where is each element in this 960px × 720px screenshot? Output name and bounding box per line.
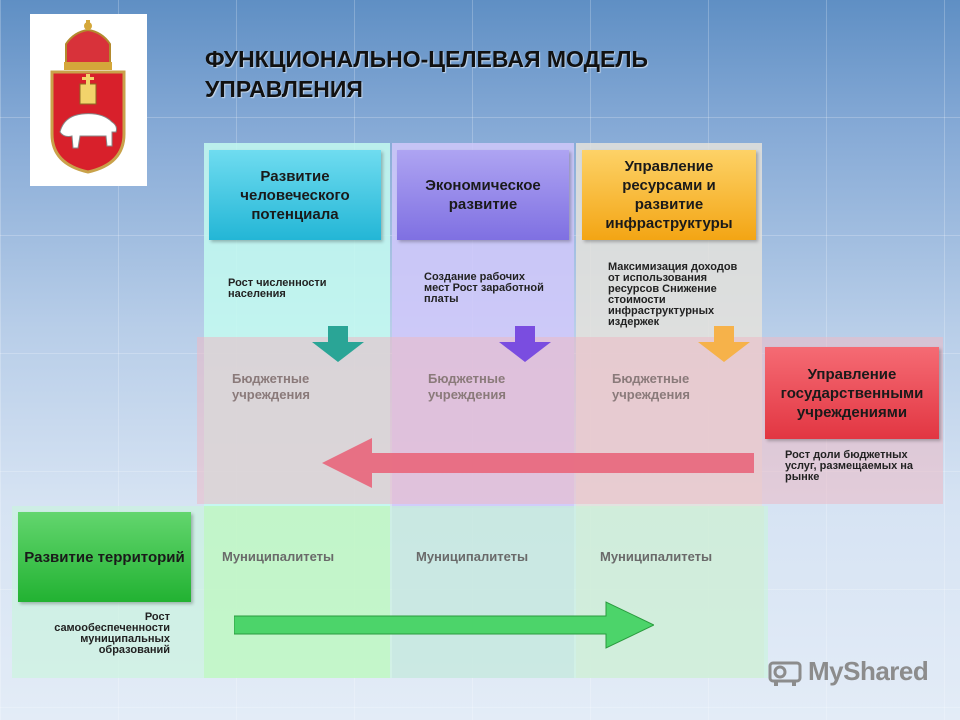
heading-resources-infrastructure-label: Управление ресурсами и развитие инфрастр… xyxy=(605,158,733,232)
down-arrow-human xyxy=(312,326,364,362)
municipal-cell-infra xyxy=(576,506,764,678)
down-arrow-infra xyxy=(698,326,750,362)
heading-resources-infrastructure: Управление ресурсами и развитие инфрастр… xyxy=(582,150,756,240)
brand-name: MyShared xyxy=(808,656,929,686)
municipal-cell-economy xyxy=(392,506,574,678)
heading-state-institutions-label: Управление государственными учреждениями xyxy=(780,365,924,421)
municipal-label-human: Муниципалитеты xyxy=(222,549,335,564)
heading-territories: Развитие территорий xyxy=(18,512,191,602)
goal-state-institutions: Рост доли бюджетных услуг, размещаемых н… xyxy=(785,449,914,483)
goal-economic-development: Создание рабочих мест Рост заработной пл… xyxy=(424,271,544,305)
heading-human-development-label: Развитие человеческого потенциала xyxy=(240,167,350,223)
title-line-1: ФУНКЦИОНАЛЬНО-ЦЕЛЕВАЯ МОДЕЛЬ xyxy=(205,46,649,72)
heading-territories-label: Развитие территорий xyxy=(24,548,185,566)
down-arrow-economy xyxy=(499,326,551,362)
page-title: ФУНКЦИОНАЛЬНО-ЦЕЛЕВАЯ МОДЕЛЬ УПРАВЛЕНИЯ xyxy=(205,44,765,104)
budget-label-human: Бюджетные учреждения xyxy=(232,371,310,402)
goal-human-development: Рост численности населения xyxy=(228,277,327,300)
heading-economic-development-label: Экономическое развитие xyxy=(425,177,541,213)
projector-icon xyxy=(768,661,802,686)
brand-watermark: MyShared xyxy=(768,656,929,687)
goal-territories: Рост самообеспеченности муниципальных об… xyxy=(54,611,170,656)
title-line-2: УПРАВЛЕНИЯ xyxy=(205,76,363,102)
municipal-label-infra: Муниципалитеты xyxy=(600,549,713,564)
heading-economic-development: Экономическое развитие xyxy=(397,150,569,240)
heading-state-institutions: Управление государственными учреждениями xyxy=(765,347,939,439)
budget-label-infra: Бюджетные учреждения xyxy=(612,371,690,402)
emblem-panel xyxy=(30,14,147,186)
budget-label-economy: Бюджетные учреждения xyxy=(428,371,506,402)
goal-resources-infrastructure: Максимизация доходов от использования ре… xyxy=(608,261,738,328)
municipal-cell-human xyxy=(204,506,390,678)
right-arrow-territories xyxy=(234,601,654,649)
heading-human-development: Развитие человеческого потенциала xyxy=(209,150,381,240)
municipal-label-economy: Муниципалитеты xyxy=(416,549,529,564)
perm-coat-of-arms-icon xyxy=(50,20,126,174)
left-arrow-state-to-human xyxy=(322,438,754,488)
